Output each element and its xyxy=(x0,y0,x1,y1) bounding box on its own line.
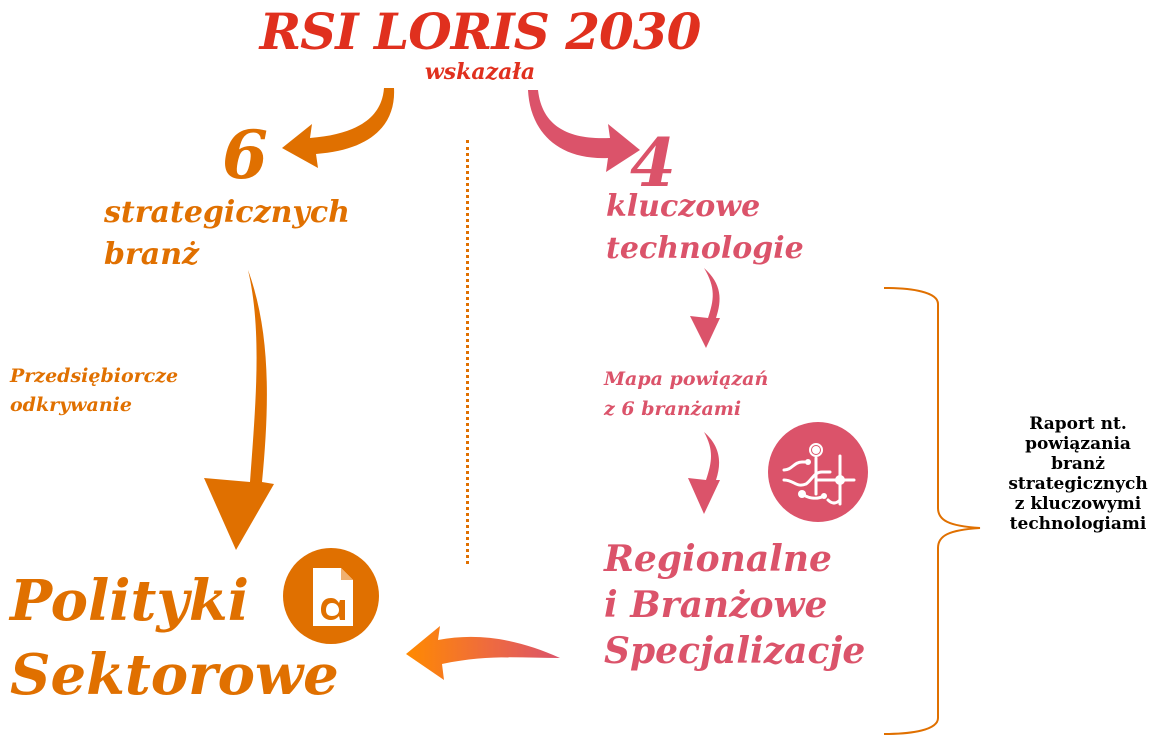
branches-label-line1: strategicznych xyxy=(104,195,350,230)
sector-policies-line2: Sektorowe xyxy=(10,642,339,708)
branches-count: 6 xyxy=(222,116,268,194)
technologies-label-line1: kluczowe xyxy=(606,189,761,224)
discovery-label: Przedsiębiorcze odkrywanie xyxy=(10,362,178,420)
document-icon xyxy=(283,548,379,644)
report-line: Raport nt. xyxy=(1029,414,1127,434)
report-line: strategicznych xyxy=(1008,474,1148,494)
sector-policies-title: Polityki Sektorowe xyxy=(10,564,339,712)
map-label: Mapa powiązań z 6 branżami xyxy=(604,364,768,424)
map-label-line1: Mapa powiązań xyxy=(604,368,769,390)
specializations-line1: Regionalne xyxy=(604,538,832,580)
report-brace xyxy=(883,287,981,735)
specializations-line3: Specjalizacje xyxy=(604,630,866,672)
report-line: z kluczowymi xyxy=(1014,494,1142,514)
technologies-label: kluczowe technologie xyxy=(606,186,804,270)
arrow-tech-to-map xyxy=(690,268,720,348)
curved-arrow-to-branches xyxy=(282,88,395,168)
report-line: technologiami xyxy=(1009,514,1147,534)
discovery-label-line2: odkrywanie xyxy=(10,394,132,416)
arrow-specs-to-policies xyxy=(406,626,560,680)
divider-line xyxy=(466,140,469,564)
technologies-label-line2: technologie xyxy=(606,231,804,266)
technologies-count: 4 xyxy=(630,124,676,202)
arrow-map-to-specs xyxy=(688,432,720,514)
branches-label-line2: branż xyxy=(104,237,200,272)
map-label-line2: z 6 branżami xyxy=(604,398,742,420)
report-line: powiązania xyxy=(1025,434,1131,454)
sector-policies-line1: Polityki xyxy=(10,568,249,634)
page-title: RSI LORIS 2030 xyxy=(259,2,702,61)
arrow-discovery-down xyxy=(204,270,274,550)
specializations-line2: i Branżowe xyxy=(604,584,828,626)
network-map-icon xyxy=(768,422,868,522)
discovery-label-line1: Przedsiębiorcze xyxy=(10,365,179,387)
report-label: Raport nt. powiązania branż strategiczny… xyxy=(992,414,1164,534)
branches-label: strategicznych branż xyxy=(104,192,350,276)
specializations-title: Regionalne i Branżowe Specjalizacje xyxy=(604,536,934,674)
page-subtitle: wskazała xyxy=(424,59,536,85)
curved-arrow-to-technologies xyxy=(528,90,640,172)
report-line: branż xyxy=(1051,454,1105,474)
